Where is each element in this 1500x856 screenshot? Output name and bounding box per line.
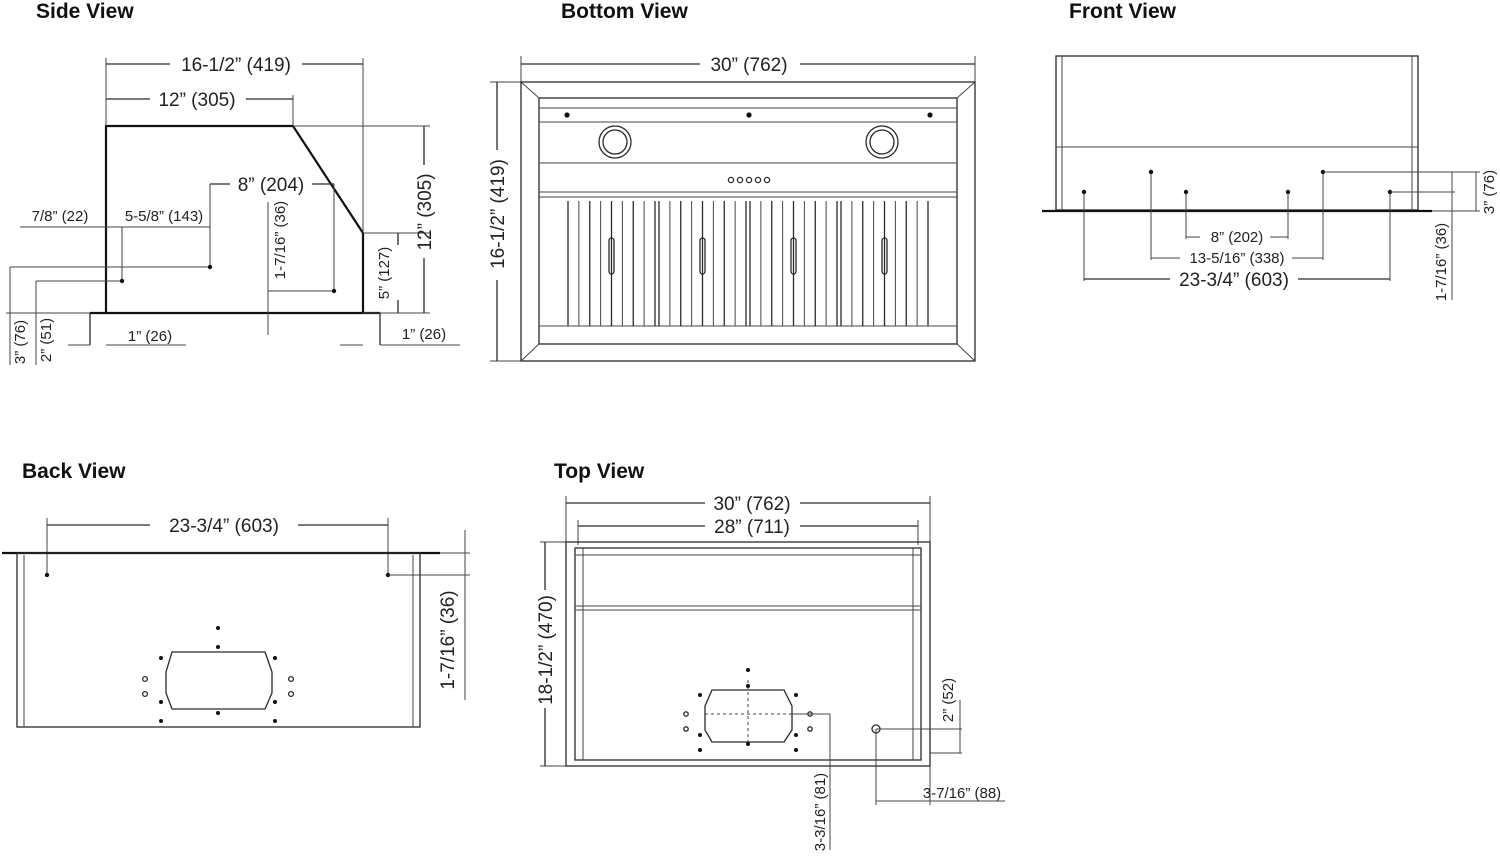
side-top-depth-label: 12” (305)	[158, 90, 235, 111]
light-icon	[865, 125, 899, 159]
front-view-title: Front View	[1069, 0, 1177, 23]
side-hole-height-label: 1-7/16” (36)	[272, 201, 289, 279]
baffle-panel	[658, 201, 747, 326]
top-view-title: Top View	[554, 460, 645, 483]
side-drop-2-label: 2” (51)	[38, 318, 55, 362]
side-view-title: Side View	[36, 0, 134, 23]
bottom-outer-frame	[520, 81, 976, 362]
baffle-filters	[567, 201, 929, 326]
front-span-13-label: 13-5/16” (338)	[1189, 250, 1284, 267]
bottom-inner-frame	[538, 97, 958, 345]
side-overall-depth-label: 16-1/2” (419)	[181, 55, 291, 76]
bottom-view: Bottom View 30” (762) 16-1/2” (419)	[488, 0, 976, 362]
baffle-handle	[608, 237, 615, 275]
top-offset-2-label: 2” (52)	[940, 678, 957, 722]
back-body	[16, 552, 421, 728]
bottom-view-title: Bottom View	[561, 0, 688, 23]
side-flange-left-label: 1” (26)	[128, 328, 172, 345]
side-height-label: 12” (305)	[415, 173, 436, 250]
top-view: Top View 30” (762) 28” (711) 18-1/2” (47…	[536, 460, 1005, 851]
bottom-depth-label: 16-1/2” (419)	[488, 159, 509, 269]
top-offset-x-label: 3-7/16” (88)	[923, 785, 1001, 802]
back-span-label: 23-3/4” (603)	[169, 516, 279, 537]
baffle-handle	[881, 237, 888, 275]
side-flange-right-label: 1” (26)	[402, 326, 446, 343]
back-view-title: Back View	[22, 460, 126, 483]
front-span-8-label: 8” (202)	[1211, 229, 1264, 246]
control-buttons	[727, 176, 771, 184]
front-body	[1055, 55, 1419, 211]
top-inner-width-label: 28” (711)	[714, 517, 790, 538]
side-inner-height-label: 5” (127)	[376, 247, 393, 300]
baffle-panel	[749, 201, 838, 326]
back-view: Back View 23-3/4” (603) 1-7/16” (36)	[2, 460, 470, 728]
side-front-offset-label: 7/8” (22)	[32, 208, 89, 225]
duct-opening	[165, 651, 273, 710]
baffle-panel	[567, 201, 656, 326]
top-outer-width-label: 30” (762)	[713, 494, 790, 515]
top-outer-frame	[565, 541, 931, 767]
side-drop-3-label: 3” (76)	[12, 320, 29, 364]
front-view: Front View 8” (202) 13-5/16” (338) 23-3/…	[1042, 0, 1498, 301]
side-view: Side View 16-1/2” (419) 12” (305) 12” (3…	[6, 0, 460, 365]
baffle-panel	[840, 201, 929, 326]
baffle-handle	[790, 237, 797, 275]
baffle-handle	[699, 237, 706, 275]
light-icon	[598, 125, 632, 159]
bottom-width-label: 30” (762)	[710, 55, 787, 76]
front-height-3-label: 3” (76)	[1481, 170, 1498, 214]
front-height-1-label: 1-7/16” (36)	[1433, 223, 1450, 301]
top-inner-frame	[574, 547, 922, 761]
top-offset-y-label: 3-3/16” (81)	[812, 773, 829, 851]
front-span-23-label: 23-3/4” (603)	[1179, 270, 1289, 291]
side-step-depth-label: 8” (204)	[238, 175, 305, 196]
side-hole-offset-label: 5-5/8” (143)	[125, 208, 203, 225]
top-depth-label: 18-1/2” (470)	[536, 595, 557, 705]
back-hole-height-label: 1-7/16” (36)	[438, 590, 459, 689]
